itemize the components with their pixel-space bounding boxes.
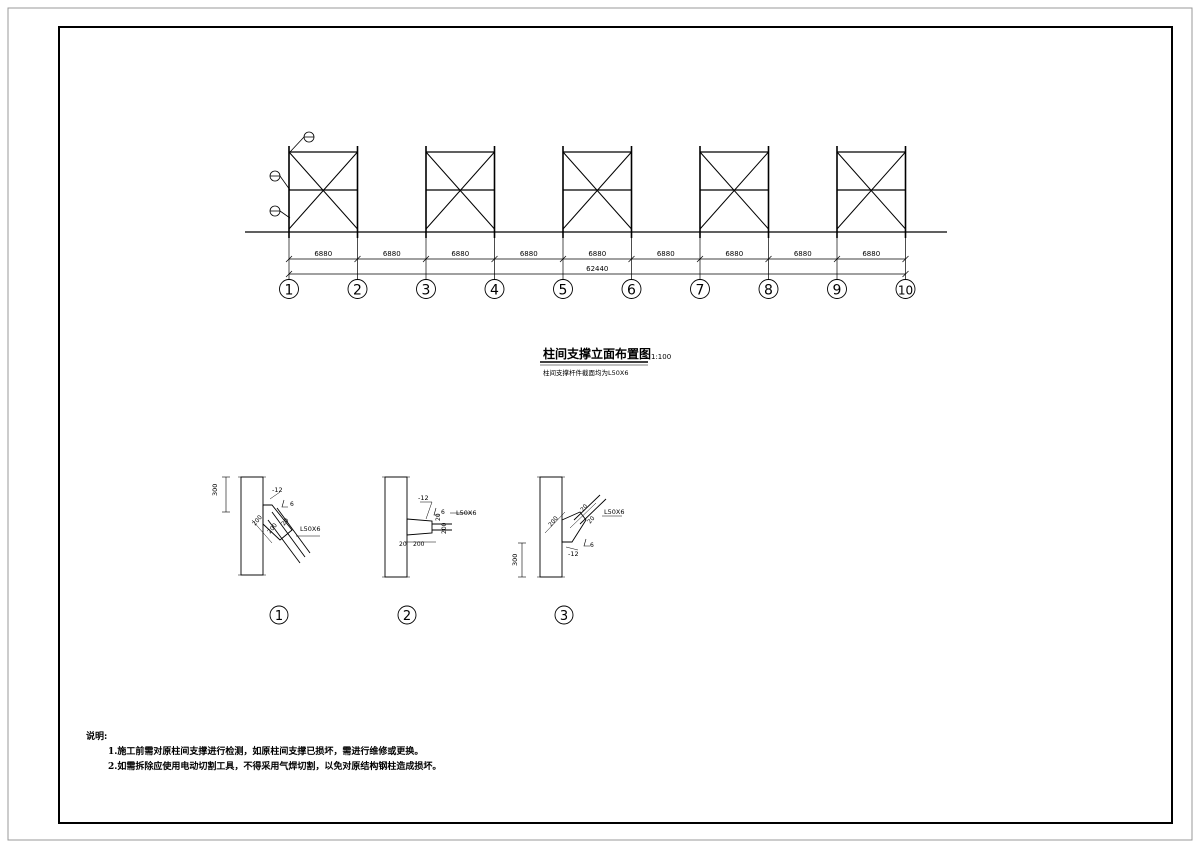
detail-1-labels: 300 -12 6 L50X6 200 200 20 — [211, 484, 320, 536]
notes-heading: 说明: — [86, 732, 108, 742]
level-markers — [269, 131, 315, 219]
axis-bubble — [279, 279, 299, 299]
general-notes: 说明: 1.施工前需对原柱间支撑进行检测，如原柱间支撑已损坏，需进行维修或更换。… — [86, 730, 441, 775]
detail-3-labels: 300 -12 6 L50X6 200 20 20 — [511, 503, 624, 566]
axis-label: 1 — [285, 283, 294, 299]
axis-bubble — [758, 279, 779, 299]
note-item-1: 1.施工前需对原柱间支撑进行检测，如原柱间支撑已损坏，需进行维修或更换。 — [108, 747, 424, 757]
detail-2-dim-c: 20 — [435, 513, 442, 521]
inner-frame — [58, 26, 1173, 824]
axis-bubble — [484, 279, 505, 299]
detail-1-number: 1 — [275, 609, 283, 624]
detail-1-dim-a: 200 — [251, 514, 264, 527]
bay-dimension: 6880 — [588, 250, 606, 258]
axis-bubbles: 1 2 3 4 5 6 7 8 9 10 — [279, 278, 916, 299]
detail-3-col-dim: 300 — [511, 554, 519, 566]
axis-label: 4 — [490, 283, 499, 299]
axis-bubble — [416, 279, 436, 299]
bay-dimension: 6880 — [383, 250, 401, 258]
axis-label: 8 — [764, 283, 773, 299]
elevation-scale: 1:100 — [651, 353, 671, 361]
detail-3-plate: -12 — [568, 550, 579, 558]
detail-1-dim-c: 20 — [280, 517, 290, 527]
axis-label: 7 — [696, 283, 705, 299]
axis-label: 5 — [559, 283, 568, 299]
total-dimension: 62440 — [586, 265, 608, 273]
bracing-frame — [836, 146, 907, 238]
detail-3-section: L50X6 — [604, 508, 624, 516]
detail-2-section: L50X6 — [456, 509, 476, 517]
axis-bubble — [690, 279, 710, 299]
axis-label: 6 — [627, 283, 636, 299]
axis-bubble — [621, 279, 642, 299]
detail-2-weld: 6 — [441, 509, 445, 516]
detail-2-dim-b: 200 — [413, 541, 425, 548]
axis-label: 9 — [833, 283, 842, 299]
axis-label: 2 — [353, 283, 362, 299]
detail-3-weld: 6 — [590, 542, 594, 549]
bracing-elevation: 6880 6880 6880 6880 6880 6880 6880 6880 6880 6244… — [245, 131, 947, 377]
dimension-geometry — [285, 238, 909, 278]
bay-dimension: 6880 — [657, 250, 675, 258]
elevation-subtitle: 柱间支撑杆件截面均为L50X6 — [543, 368, 628, 377]
bracing-frame — [562, 146, 633, 238]
axis-bubble — [895, 279, 916, 299]
detail-callouts: 1 2 3 — [269, 605, 574, 625]
detail-3-number: 3 — [560, 609, 568, 624]
axis-label: 3 — [422, 283, 431, 299]
axis-bubble — [553, 279, 573, 299]
detail-1-col-dim: 300 — [211, 484, 219, 496]
axis-bubble — [347, 279, 368, 299]
detail-3-bubble — [554, 605, 574, 625]
bracing-frame — [699, 146, 770, 238]
bay-dimension: 6880 — [451, 250, 469, 258]
detail-2-dim-d: 200 — [441, 522, 448, 534]
detail-2-number: 2 — [403, 609, 411, 624]
detail-1-weld: 6 — [290, 501, 294, 508]
bay-dimension: 6880 — [794, 250, 812, 258]
bracing-frame — [288, 146, 359, 238]
detail-2-dim-a: 20 — [399, 541, 407, 548]
detail-2-plate: -12 — [418, 494, 429, 502]
detail-1 — [222, 476, 320, 576]
elevation-title: 柱间支撑立面布置图 — [543, 346, 651, 361]
axis-label: 10 — [898, 284, 913, 298]
detail-1-plate: -12 — [272, 486, 283, 494]
dimension-lines: 6880 6880 6880 6880 6880 6880 6880 6880 6880 6244… — [285, 238, 909, 278]
detail-3-dim-a: 200 — [547, 515, 560, 528]
bay-dimension: 6880 — [520, 250, 538, 258]
detail-2-labels: -12 6 L50X6 20 200 20 200 — [399, 494, 476, 548]
bracing-frames — [288, 146, 907, 238]
note-item-2: 2.如需拆除应使用电动切割工具，不得采用气焊切割，以免对原结构钢柱造成损坏。 — [108, 762, 442, 772]
bay-dimension: 6880 — [725, 250, 743, 258]
bracing-frame — [425, 146, 496, 238]
detail-3 — [518, 476, 622, 578]
detail-3-dim-c: 20 — [586, 515, 596, 525]
detail-2-bubble — [397, 605, 417, 625]
detail-1-bubble — [269, 605, 289, 625]
bay-dimension: 6880 — [314, 250, 332, 258]
detail-3-dim-b: 20 — [579, 503, 589, 513]
bay-dimension: 6880 — [862, 250, 880, 258]
axis-bubble — [827, 279, 847, 299]
detail-1-section: L50X6 — [300, 525, 320, 533]
outer-border — [7, 7, 1193, 841]
detail-2 — [382, 476, 472, 578]
detail-1-dim-b: 200 — [266, 522, 279, 535]
